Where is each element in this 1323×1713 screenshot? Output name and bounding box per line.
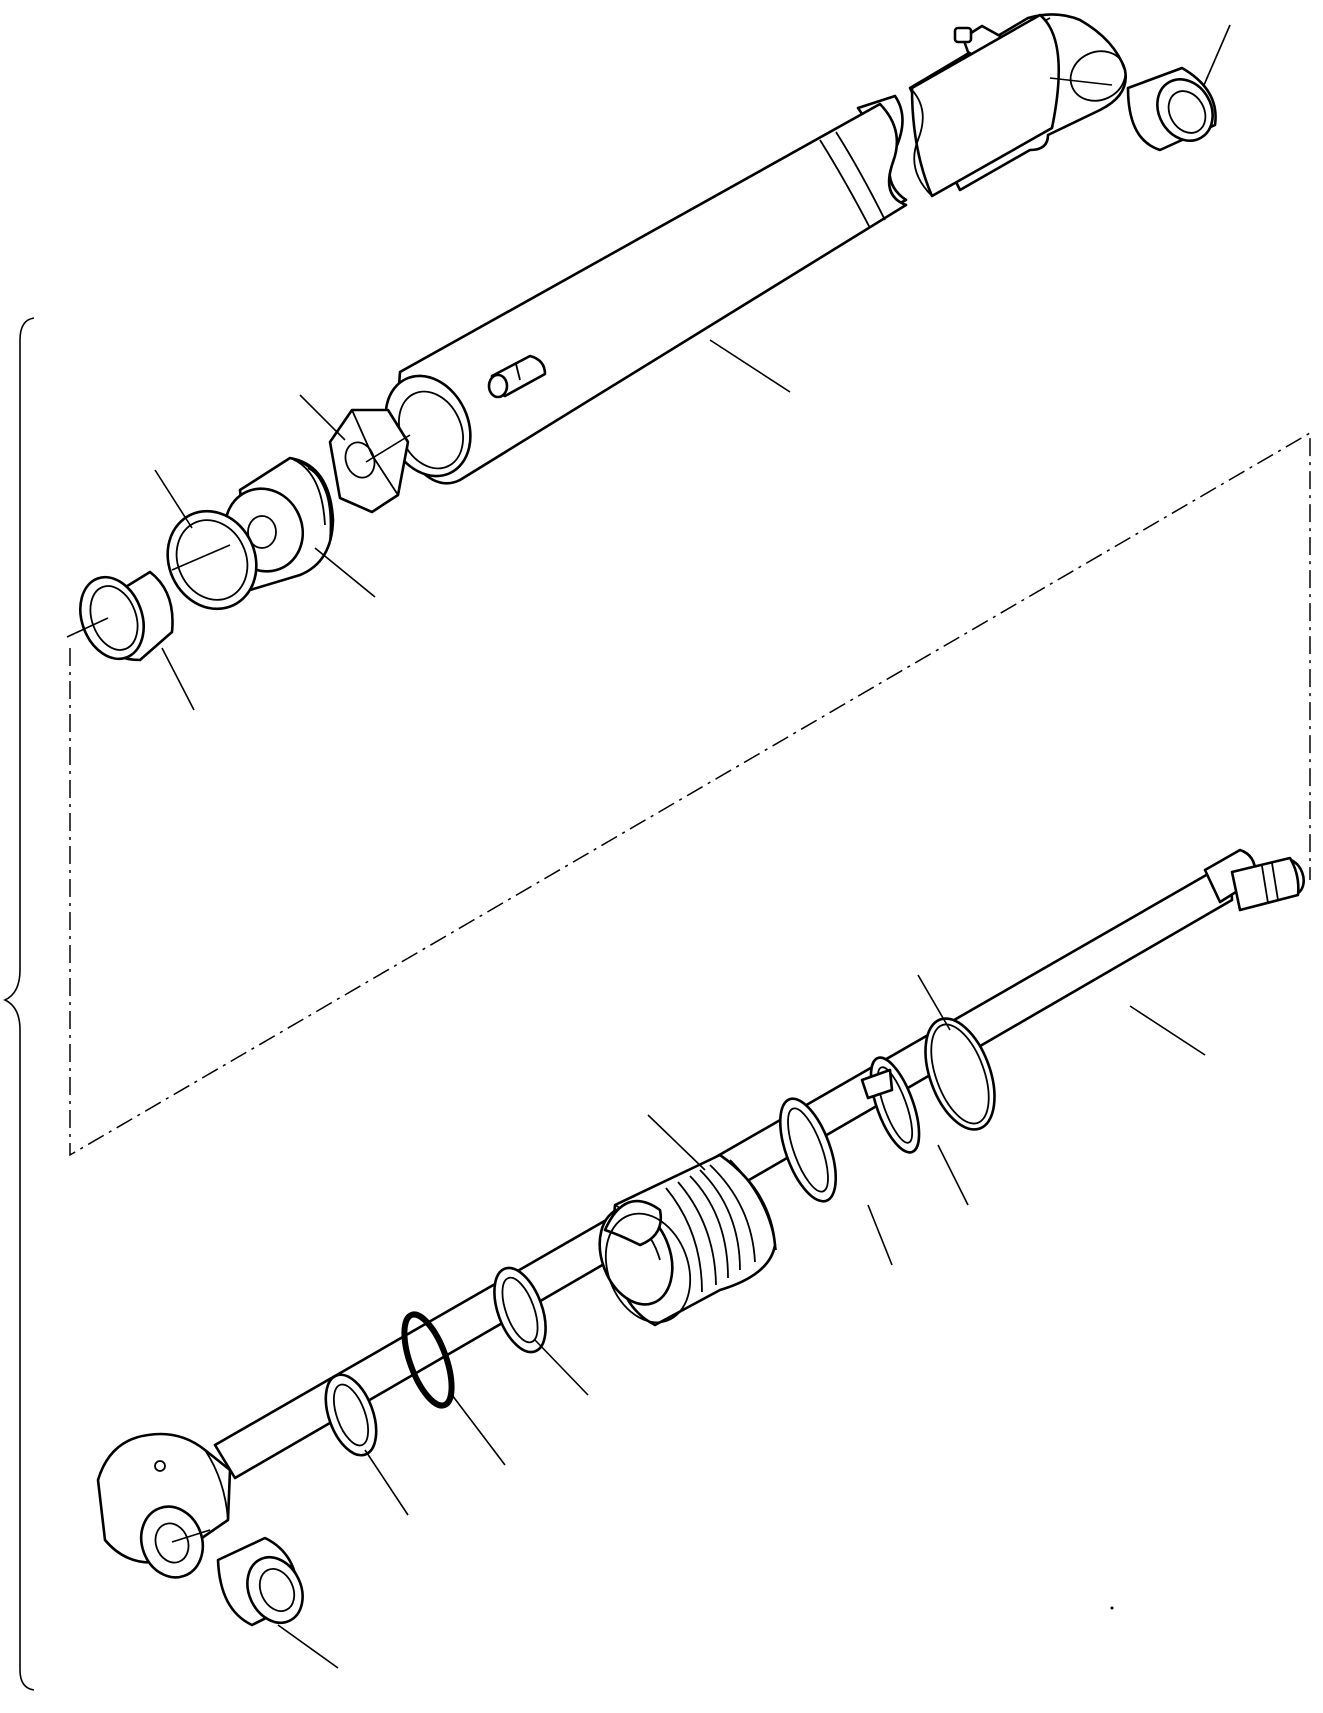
piston bbox=[598, 1153, 777, 1327]
wiper-seal-ring bbox=[166, 509, 258, 611]
hydraulic-port bbox=[487, 354, 547, 399]
tube-eye-bushing bbox=[1126, 66, 1217, 152]
piston-ring-front bbox=[603, 1199, 692, 1324]
rod-o-ring bbox=[401, 1311, 455, 1409]
rod-seal-1 bbox=[324, 1373, 378, 1457]
alignment-centerlines bbox=[69, 431, 1311, 1157]
rod-eye-bushing bbox=[216, 1536, 304, 1627]
assembly-bracket bbox=[3, 317, 35, 1691]
bearing-ring bbox=[79, 570, 174, 662]
rod-seal-2 bbox=[493, 1266, 547, 1354]
cylinder-tube bbox=[384, 13, 1128, 485]
stray-dot bbox=[1110, 1606, 1114, 1610]
leader-lines bbox=[66, 24, 1231, 1669]
piston-seal-ring bbox=[778, 1097, 838, 1203]
split-ring bbox=[860, 1056, 921, 1154]
wear-ring bbox=[924, 1017, 996, 1131]
